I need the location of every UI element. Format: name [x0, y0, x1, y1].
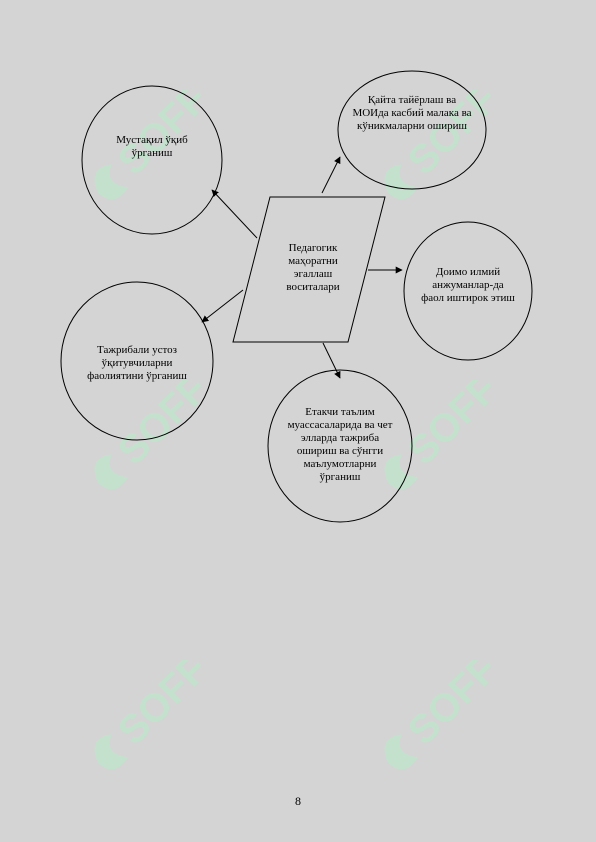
soff-watermark-logo: SOFF: [384, 90, 506, 200]
node-self-study-circle: [81, 85, 223, 235]
node-mentors-label: Тажрибали устоз ўқитувчиларни фаолиятини…: [87, 344, 187, 382]
soff-watermark-logo: SOFF: [384, 660, 506, 770]
arrow-to-leading-institutions: [322, 342, 341, 379]
node-retraining-circle: [337, 70, 487, 190]
node-mentors-circle: [60, 281, 214, 441]
center-label: Педагогик маҳоратни эгаллаш воситалари: [286, 242, 340, 293]
soff-watermark-logo: SOFF: [94, 90, 216, 200]
node-leading-institutions-label: Етакчи таълим муассасаларида ва чет элла…: [287, 406, 393, 483]
page-number: 8: [295, 794, 301, 808]
node-retraining-label: Қайта тайёрлаш ва МОИда касбий малака ва…: [352, 94, 472, 132]
arrow-to-mentors: [201, 289, 244, 323]
soff-watermark-logo: SOFF: [384, 380, 506, 490]
soff-watermark-logo: SOFF: [94, 660, 216, 770]
node-conferences-circle: [403, 221, 533, 361]
node-leading-institutions-circle: [267, 369, 413, 523]
node-conferences-label: Доимо илмий анжуманлар-да фаол иштирок э…: [421, 266, 515, 304]
arrow-to-self-study: [211, 189, 258, 239]
arrow-to-retraining: [321, 156, 341, 194]
center-parallelogram: [232, 196, 386, 343]
node-self-study-label: Мустақил ўқиб ўрганиш: [116, 134, 188, 159]
soff-watermark-logo: SOFF: [94, 380, 216, 490]
